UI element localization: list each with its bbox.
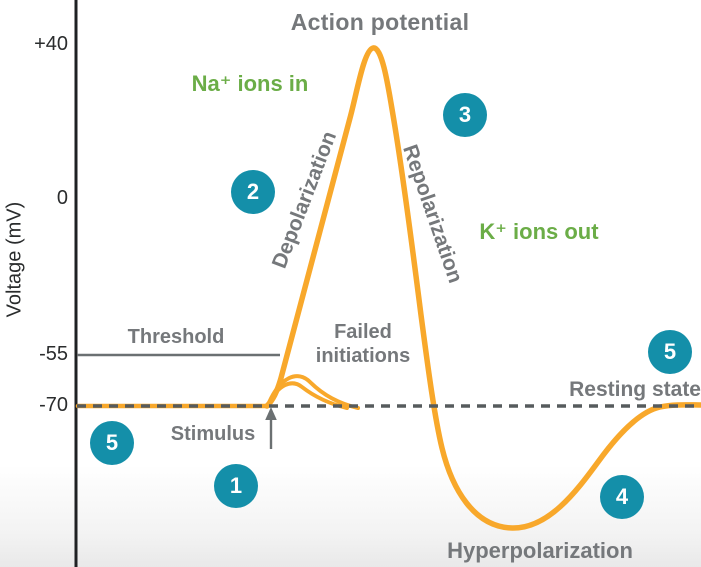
na-ions-in-label: Na⁺ ions in bbox=[191, 71, 309, 96]
step-marker-5-left: 5 bbox=[90, 421, 134, 465]
action-potential-curve bbox=[264, 45, 701, 531]
y-tick-0: 0 bbox=[56, 187, 68, 209]
k-ions-out-label: K⁺ ions out bbox=[479, 219, 599, 244]
resting-state-label: Resting state bbox=[569, 378, 701, 401]
failed-initiations-label: Failed initiations bbox=[315, 321, 411, 367]
y-axis-label: Voltage (mV) bbox=[3, 201, 26, 318]
step-marker-3: 3 bbox=[443, 93, 487, 137]
threshold-label: Threshold bbox=[127, 326, 225, 348]
step-marker-4: 4 bbox=[600, 475, 644, 519]
hyperpolarization-label: Hyperpolarization bbox=[447, 538, 633, 563]
stimulus-label: Stimulus bbox=[170, 423, 256, 445]
y-tick-plus40: +40 bbox=[34, 33, 68, 55]
step-marker-2: 2 bbox=[231, 170, 275, 214]
y-tick-minus70: -70 bbox=[39, 394, 68, 416]
step-marker-1: 1 bbox=[214, 464, 258, 508]
stimulus-arrow-head bbox=[265, 407, 277, 420]
diagram-title: Action potential bbox=[290, 9, 470, 35]
y-tick-minus55: -55 bbox=[39, 343, 68, 365]
step-marker-5-right: 5 bbox=[648, 330, 692, 374]
